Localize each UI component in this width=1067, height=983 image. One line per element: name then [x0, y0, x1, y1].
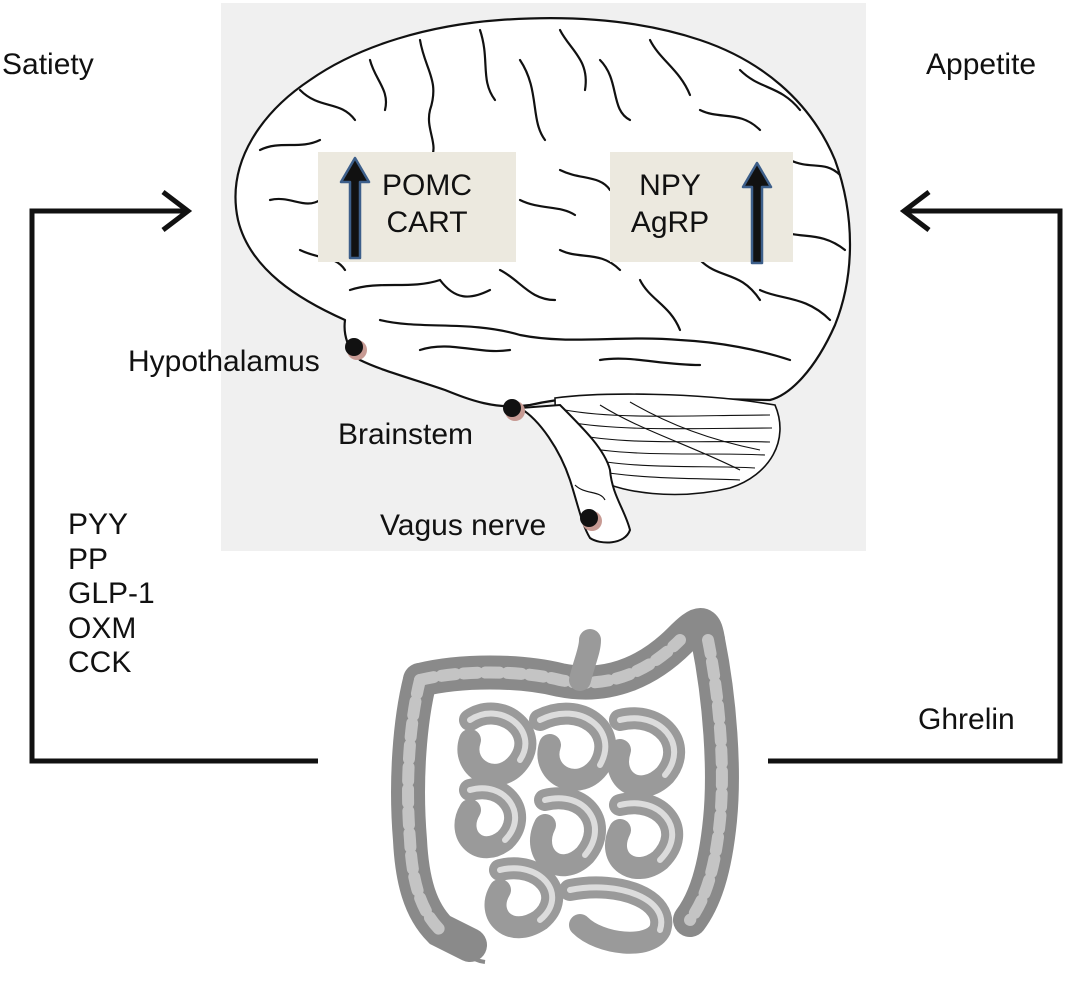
- appetite-label: Appetite: [926, 48, 1037, 81]
- pomc-label: POMC: [382, 169, 472, 202]
- hormone-item: PP: [68, 542, 109, 576]
- hormone-item: OXM: [68, 611, 137, 645]
- cart-label: CART: [386, 206, 468, 239]
- satiety-hormone-list: PYY PP GLP-1 OXM CCK: [68, 508, 155, 681]
- appetite-feedback-line: [768, 190, 1063, 764]
- npy-label: NPY: [639, 169, 701, 202]
- hormone-item: CCK: [68, 646, 132, 679]
- agrp-label: AgRP: [630, 206, 710, 239]
- npy-agrp-text: NPY AgRP: [620, 167, 720, 241]
- vagus-nerve-label: Vagus nerve: [380, 509, 547, 542]
- cerebellum: [554, 393, 781, 496]
- hormone-item: PYY: [68, 508, 129, 541]
- hypothalamus-dot: [345, 338, 367, 360]
- ghrelin-label: Ghrelin: [918, 703, 1015, 736]
- intestines-illustration: [391, 608, 739, 964]
- vagus-dot: [580, 509, 602, 531]
- satiety-feedback-line: [29, 190, 318, 764]
- up-arrow-icon: [741, 161, 773, 265]
- brainstem-label: Brainstem: [338, 418, 474, 451]
- hormone-item: GLP-1: [68, 577, 155, 610]
- up-arrow-icon: [339, 156, 371, 260]
- brain-illustration: [234, 17, 852, 408]
- pomc-cart-text: POMC CART: [372, 167, 482, 241]
- brainstem-shape: [516, 403, 632, 544]
- brainstem-dot: [503, 399, 525, 421]
- hypothalamus-label: Hypothalamus: [128, 345, 320, 378]
- satiety-label: Satiety: [2, 48, 94, 81]
